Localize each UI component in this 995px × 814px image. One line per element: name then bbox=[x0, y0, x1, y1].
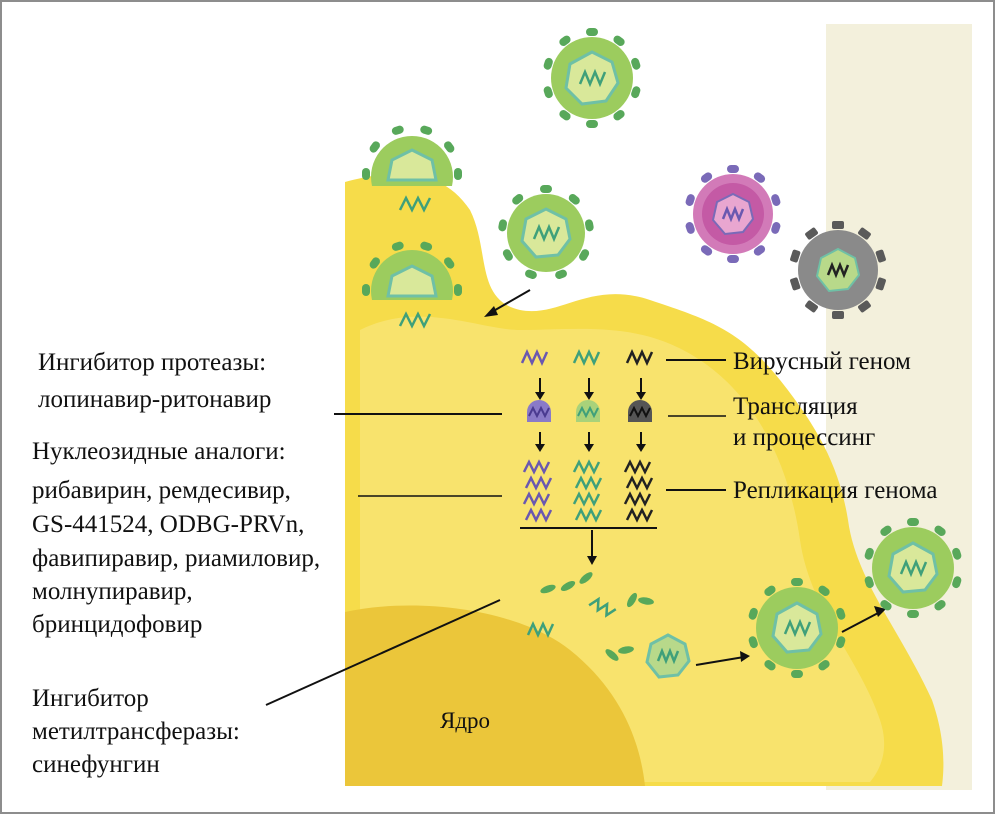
replicated-black bbox=[623, 459, 654, 523]
released-rna-2 bbox=[398, 311, 432, 329]
label-protease-2: лопинавир-ритонавир bbox=[38, 386, 271, 413]
replicated-green bbox=[572, 459, 603, 523]
assembly-arrow bbox=[695, 656, 745, 666]
virion-free-top bbox=[542, 28, 642, 128]
virion-fusing bbox=[362, 240, 462, 300]
ribosome-black bbox=[628, 400, 652, 422]
genome-green bbox=[572, 348, 601, 367]
release-arrow-head bbox=[874, 606, 886, 617]
virion-attaching bbox=[362, 124, 462, 186]
genome-purple bbox=[520, 348, 549, 367]
virion-released bbox=[863, 518, 963, 618]
nucleus bbox=[345, 605, 645, 786]
genome-black bbox=[625, 348, 654, 367]
entry-arrow bbox=[489, 289, 531, 314]
leader-methyl bbox=[265, 599, 501, 706]
label-nucleoside-5: молнупиравир, bbox=[32, 578, 193, 605]
label-viral-genome: Вирусный геном bbox=[733, 348, 911, 375]
label-nucleoside-2: рибавирин, ремдесивир, bbox=[32, 477, 291, 504]
label-translation-1: Трансляция bbox=[733, 393, 858, 420]
label-nucleoside-1: Нуклеозидные аналоги: bbox=[32, 438, 286, 465]
released-rna-1 bbox=[398, 195, 432, 213]
label-nucleoside-6: бринцидофовир bbox=[32, 611, 202, 638]
assembly-arrow-head bbox=[740, 651, 750, 662]
nucleus-label: Ядро bbox=[440, 708, 490, 733]
virion-gray bbox=[789, 221, 887, 319]
ribosome-green bbox=[576, 400, 600, 422]
assembly-components bbox=[526, 572, 691, 679]
virion-budding bbox=[747, 578, 847, 678]
virion-pink bbox=[684, 165, 782, 263]
replicated-purple bbox=[522, 459, 553, 523]
label-methyl-2: метилтрансферазы: bbox=[32, 718, 240, 745]
label-nucleoside-3: GS-441524, ODBG-PRVn, bbox=[32, 511, 304, 538]
virion-entering bbox=[497, 185, 595, 281]
label-translation-2: и процессинг bbox=[733, 424, 875, 451]
label-protease-1: Ингибитор протеазы: bbox=[38, 349, 266, 376]
label-methyl-1: Ингибитор bbox=[32, 685, 149, 712]
label-nucleoside-4: фавипиравир, риамиловир, bbox=[32, 545, 320, 572]
ribosome-purple bbox=[527, 400, 551, 422]
release-arrow bbox=[841, 611, 881, 633]
entry-arrow-head bbox=[484, 306, 498, 317]
label-replication: Репликация генома bbox=[733, 477, 937, 504]
replication-pathway bbox=[520, 348, 657, 565]
label-methyl-3: синефунгин bbox=[32, 751, 160, 778]
